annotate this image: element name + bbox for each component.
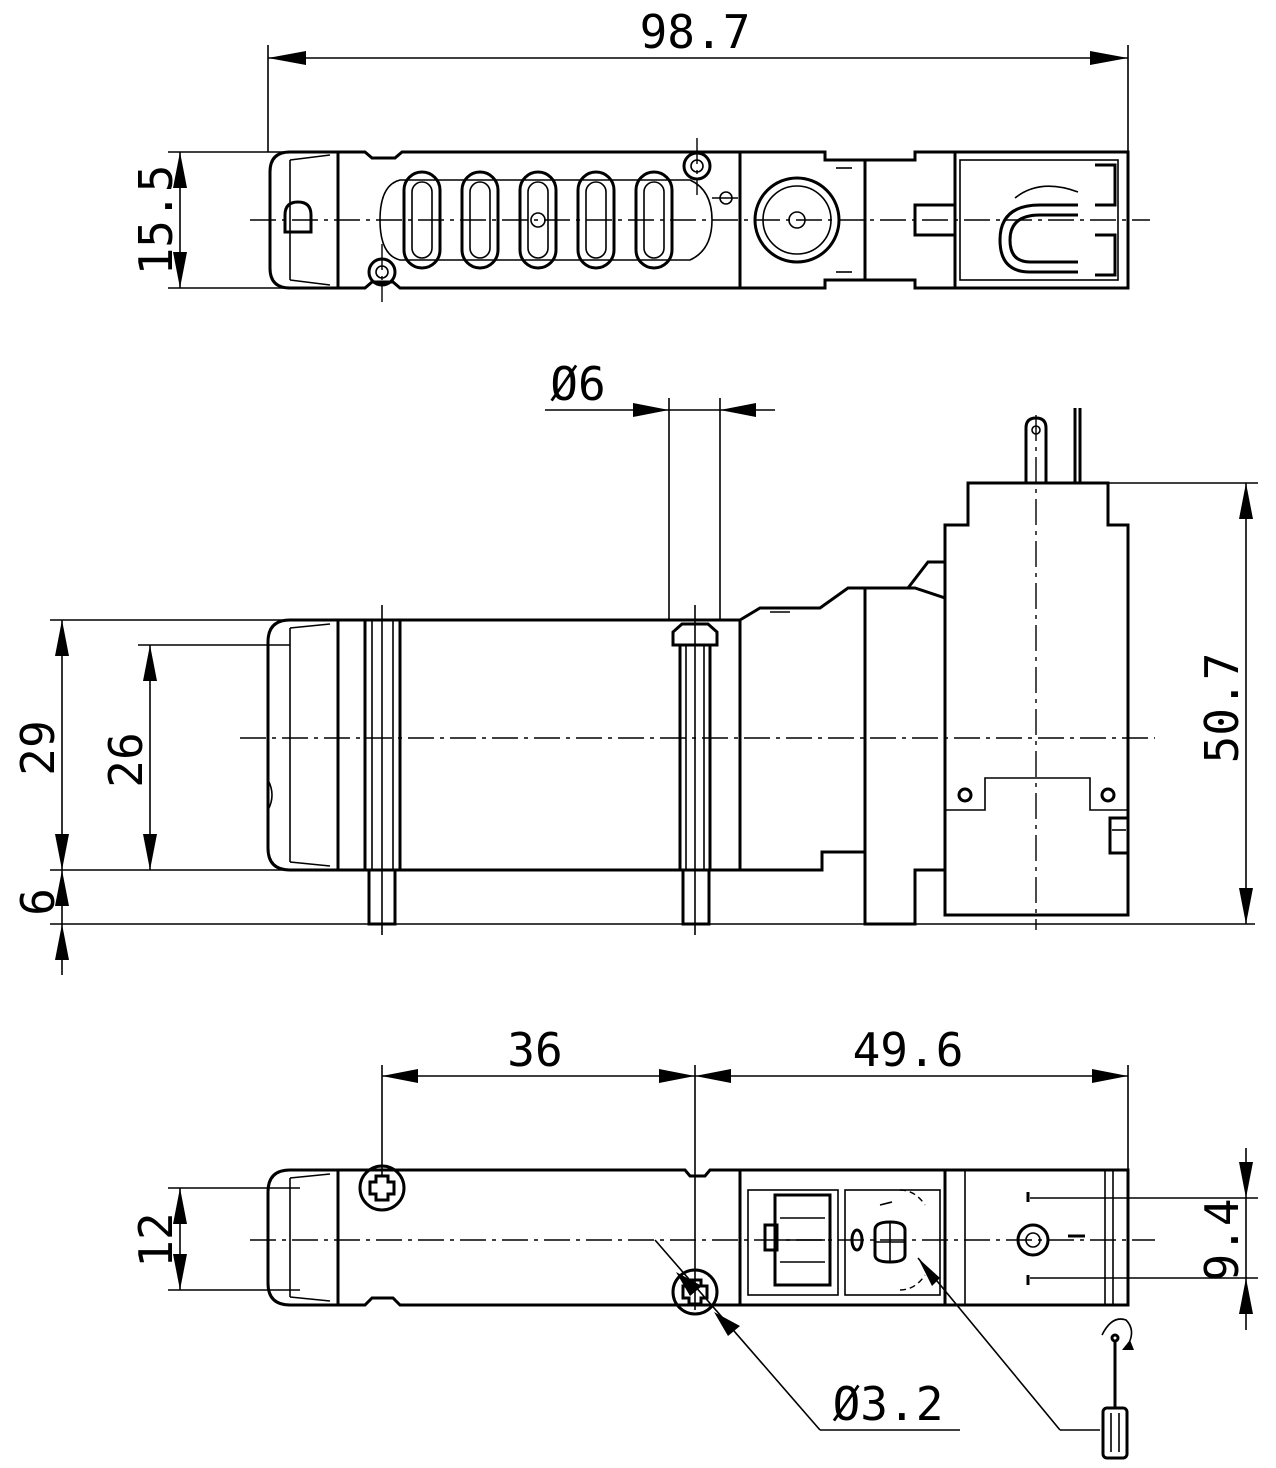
dim-body-height: 29 [11, 720, 65, 775]
dim-pin-length: 6 [11, 888, 65, 916]
dim-top-length: 98.7 [640, 5, 751, 59]
top-view: 98.7 15.5 [129, 5, 1150, 302]
dim-total-height: 50.7 [1195, 653, 1249, 764]
screwdriver-icon [1101, 1318, 1134, 1460]
dim-top-width: 15.5 [129, 165, 183, 276]
dim-bottom-width: 12 [129, 1212, 183, 1267]
dim-inner-height: 26 [99, 732, 153, 787]
dim-hole-spacing: 36 [507, 1023, 562, 1077]
side-view: Ø6 29 26 6 50.7 [11, 357, 1258, 975]
dim-hole-to-end: 49.6 [853, 1023, 964, 1077]
dim-hole-diameter: Ø3.2 [833, 1377, 944, 1431]
dim-pin-diameter: Ø6 [550, 357, 605, 411]
dim-connector-width: 9.4 [1195, 1198, 1249, 1281]
bottom-view: 36 49.6 12 9.4 [129, 1023, 1258, 1460]
